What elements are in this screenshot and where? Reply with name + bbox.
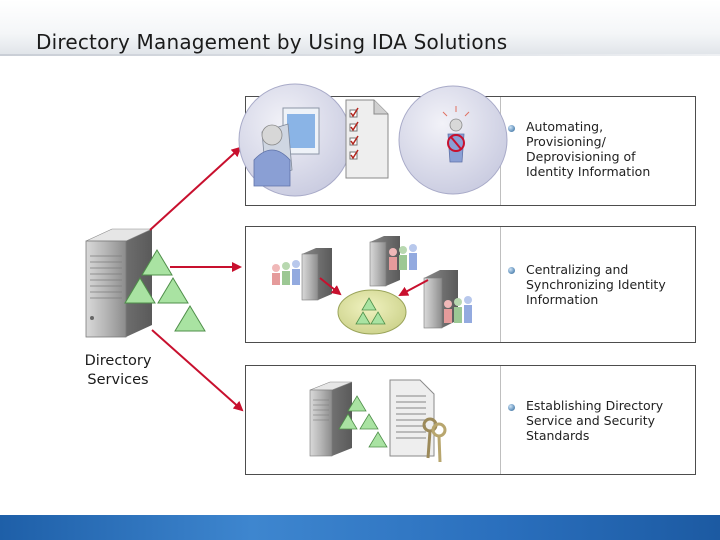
directory-services-label: Directory Services	[84, 353, 152, 388]
connector-arrows	[149, 146, 244, 412]
panel-establishing: Establishing Directory Service and Secur…	[245, 365, 696, 475]
directory-server-icon	[85, 228, 153, 338]
title-divider	[0, 54, 720, 56]
panel-text: Automating, Provisioning/ Deprovisioning…	[526, 119, 651, 179]
panel-text: Centralizing and Synchronizing Identity …	[526, 262, 666, 307]
directory-hub-icon	[337, 289, 407, 335]
document-keys-icon	[389, 379, 447, 463]
panel-divider	[500, 366, 501, 474]
checklist-document-icon	[345, 99, 389, 179]
user-computer-icon	[238, 83, 352, 197]
slide-title: Directory Management by Using IDA Soluti…	[36, 30, 508, 54]
panel-text: Establishing Directory Service and Secur…	[526, 398, 664, 443]
panel-divider	[500, 227, 501, 342]
server-icon	[309, 381, 388, 457]
title-bar: Directory Management by Using IDA Soluti…	[0, 0, 720, 56]
bullet-icon	[508, 267, 515, 274]
directory-triangles	[124, 249, 206, 332]
prohibited-user-icon	[398, 85, 508, 195]
bullet-icon	[508, 404, 515, 411]
server-users-icon	[272, 236, 472, 329]
bullet-icon	[508, 125, 515, 132]
sync-arrows	[319, 277, 429, 296]
footer-band	[0, 515, 720, 540]
